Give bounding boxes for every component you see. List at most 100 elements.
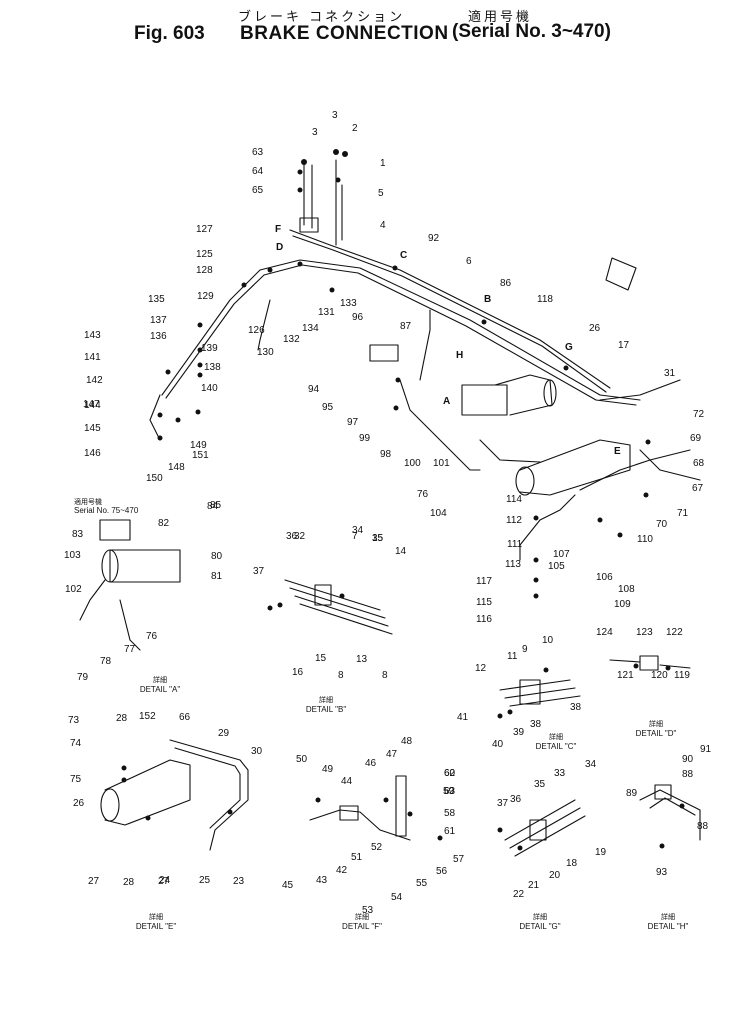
part-callout: 70 bbox=[656, 519, 668, 530]
part-callout: 34 bbox=[585, 759, 597, 770]
part-callout: 87 bbox=[400, 321, 412, 332]
part-callout: 149 bbox=[190, 440, 207, 451]
detail-h-pipe bbox=[639, 789, 701, 841]
part-callout: 44 bbox=[341, 776, 353, 787]
part-callout: 37 bbox=[253, 566, 265, 577]
part-callout: 27 bbox=[158, 876, 170, 887]
part-callout: 43 bbox=[316, 875, 328, 886]
detail-a-bracket bbox=[79, 579, 141, 651]
part-callout: 141 bbox=[84, 352, 101, 363]
main-brake-pipe bbox=[161, 259, 641, 401]
part-callout: 51 bbox=[351, 852, 363, 863]
part-callout: 81 bbox=[211, 571, 223, 582]
part-callout: 97 bbox=[347, 417, 359, 428]
detail-d-pipes bbox=[609, 659, 691, 669]
part-callout: 73 bbox=[68, 715, 80, 726]
part-callout: 15 bbox=[315, 653, 327, 664]
jp-serial-label: 適用号機 bbox=[468, 10, 533, 25]
part-callout: 77 bbox=[124, 644, 136, 655]
part-callout: 26 bbox=[589, 323, 601, 334]
letter-labels: A B C D E F G H bbox=[275, 224, 621, 457]
part-callout: 62 bbox=[444, 768, 456, 779]
part-callout: 35 bbox=[534, 779, 546, 790]
part-callout: 13 bbox=[356, 654, 368, 665]
part-callout: 4 bbox=[380, 220, 386, 231]
part-callout: 64 bbox=[252, 166, 264, 177]
part-callout: 55 bbox=[416, 878, 428, 889]
part-callout: 2 bbox=[352, 123, 358, 134]
part-callout: 49 bbox=[322, 764, 334, 775]
part-callout: 107 bbox=[553, 549, 570, 560]
part-callout: 131 bbox=[318, 307, 335, 318]
brake-valve-chamber bbox=[494, 374, 553, 416]
part-callout: 57 bbox=[453, 854, 465, 865]
part-callout: 145 bbox=[84, 423, 101, 434]
part-callout: 83 bbox=[72, 529, 84, 540]
part-callout: 60 bbox=[444, 768, 456, 779]
part-callout: 146 bbox=[84, 448, 101, 459]
detail-f-valve bbox=[395, 775, 407, 837]
valve-pipe bbox=[399, 379, 481, 471]
part-callout: 50 bbox=[296, 754, 308, 765]
part-callout: 20 bbox=[549, 870, 561, 881]
part-callout: 18 bbox=[566, 858, 578, 869]
part-callout: 72 bbox=[693, 409, 705, 420]
part-callout: 14 bbox=[395, 546, 407, 557]
pipe-to-tank bbox=[479, 439, 541, 463]
pipe-69 bbox=[639, 449, 701, 481]
part-callout: 108 bbox=[618, 584, 635, 595]
part-callout: 58 bbox=[444, 808, 456, 819]
part-callout: 38 bbox=[530, 719, 542, 730]
part-callout: 109 bbox=[614, 599, 631, 610]
part-callout: 90 bbox=[682, 754, 694, 765]
detail-e-tank-end bbox=[100, 788, 120, 822]
part-callout: 78 bbox=[100, 656, 112, 667]
part-callout: 8 bbox=[338, 670, 344, 681]
air-tank-body bbox=[519, 439, 631, 496]
part-callout: 138 bbox=[204, 362, 221, 373]
front-arrow bbox=[605, 257, 637, 291]
part-callout: 110 bbox=[637, 534, 653, 545]
letter-label: G bbox=[565, 342, 573, 353]
pipe-33 bbox=[599, 379, 681, 401]
part-callout: 34 bbox=[352, 525, 364, 536]
part-callout: 65 bbox=[252, 185, 264, 196]
part-callout: 6 bbox=[466, 256, 472, 267]
detail-f-line bbox=[309, 809, 411, 841]
part-callout: 79 bbox=[77, 672, 89, 683]
part-callout: 103 bbox=[64, 550, 81, 561]
part-callout: 99 bbox=[359, 433, 371, 444]
part-callout: 122 bbox=[666, 627, 683, 638]
part-callout: 105 bbox=[548, 561, 565, 572]
detail-g-clamp bbox=[529, 819, 547, 841]
branch-pipe bbox=[257, 299, 271, 351]
part-callout: 147 bbox=[83, 399, 100, 410]
part-callout: 84 bbox=[207, 501, 219, 512]
part-callout: 48 bbox=[401, 736, 413, 747]
part-callout: 102 bbox=[65, 584, 82, 595]
part-callout: 111 bbox=[507, 539, 523, 550]
part-callout: 56 bbox=[436, 866, 448, 877]
letter-label: E bbox=[614, 446, 621, 457]
part-callout: 130 bbox=[257, 347, 274, 358]
part-callout: 21 bbox=[528, 880, 540, 891]
brake-valve-body bbox=[461, 384, 508, 416]
part-callout: 85 bbox=[210, 500, 222, 511]
part-callout: 144 bbox=[84, 400, 101, 411]
detail-a-inset-frame bbox=[99, 519, 131, 541]
main-brake-pipe-parallel bbox=[165, 264, 637, 406]
part-callout: 98 bbox=[380, 449, 392, 460]
part-callout: 152 bbox=[139, 711, 156, 722]
detail-e-tank bbox=[104, 759, 191, 826]
part-callout: 47 bbox=[386, 749, 398, 760]
detail-b-pipes bbox=[284, 579, 393, 635]
part-callout: 133 bbox=[340, 298, 357, 309]
part-callout: 3 bbox=[312, 127, 318, 138]
part-callout: 36 bbox=[286, 531, 298, 542]
part-callout: 35 bbox=[372, 533, 384, 544]
